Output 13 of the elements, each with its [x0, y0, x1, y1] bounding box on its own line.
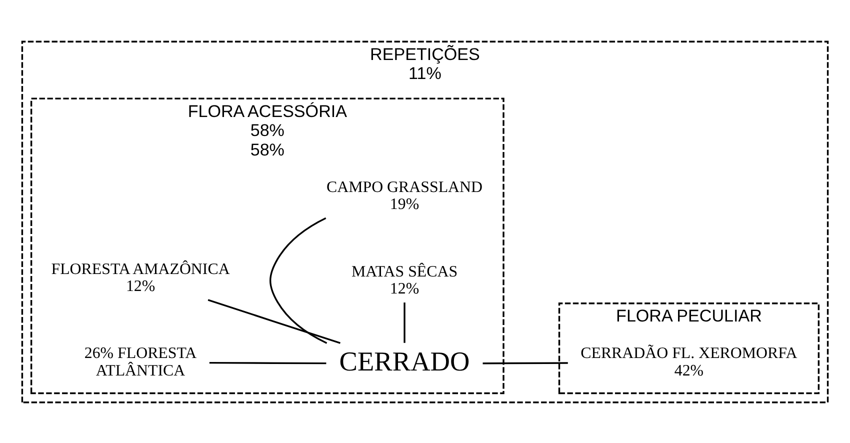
node-text: CERRADO — [339, 346, 470, 376]
connector — [482, 362, 568, 364]
node-text: CAMPO GRASSLAND 19% — [326, 178, 483, 213]
node-text: CERRADÃO FL. XEROMORFA 42% — [580, 344, 798, 379]
node-label: 58% — [250, 140, 284, 159]
connector — [404, 302, 406, 342]
connector — [209, 361, 326, 364]
node-text: 26% FLORESTA ATLÂNTICA — [84, 344, 197, 379]
node-label: 58% — [250, 120, 284, 140]
node-text: FLORESTA AMAZÔNICA 12% — [51, 260, 230, 295]
node-text: MATAS SÊCAS 12% — [351, 262, 458, 297]
connector — [270, 216, 328, 344]
connector — [208, 298, 340, 344]
